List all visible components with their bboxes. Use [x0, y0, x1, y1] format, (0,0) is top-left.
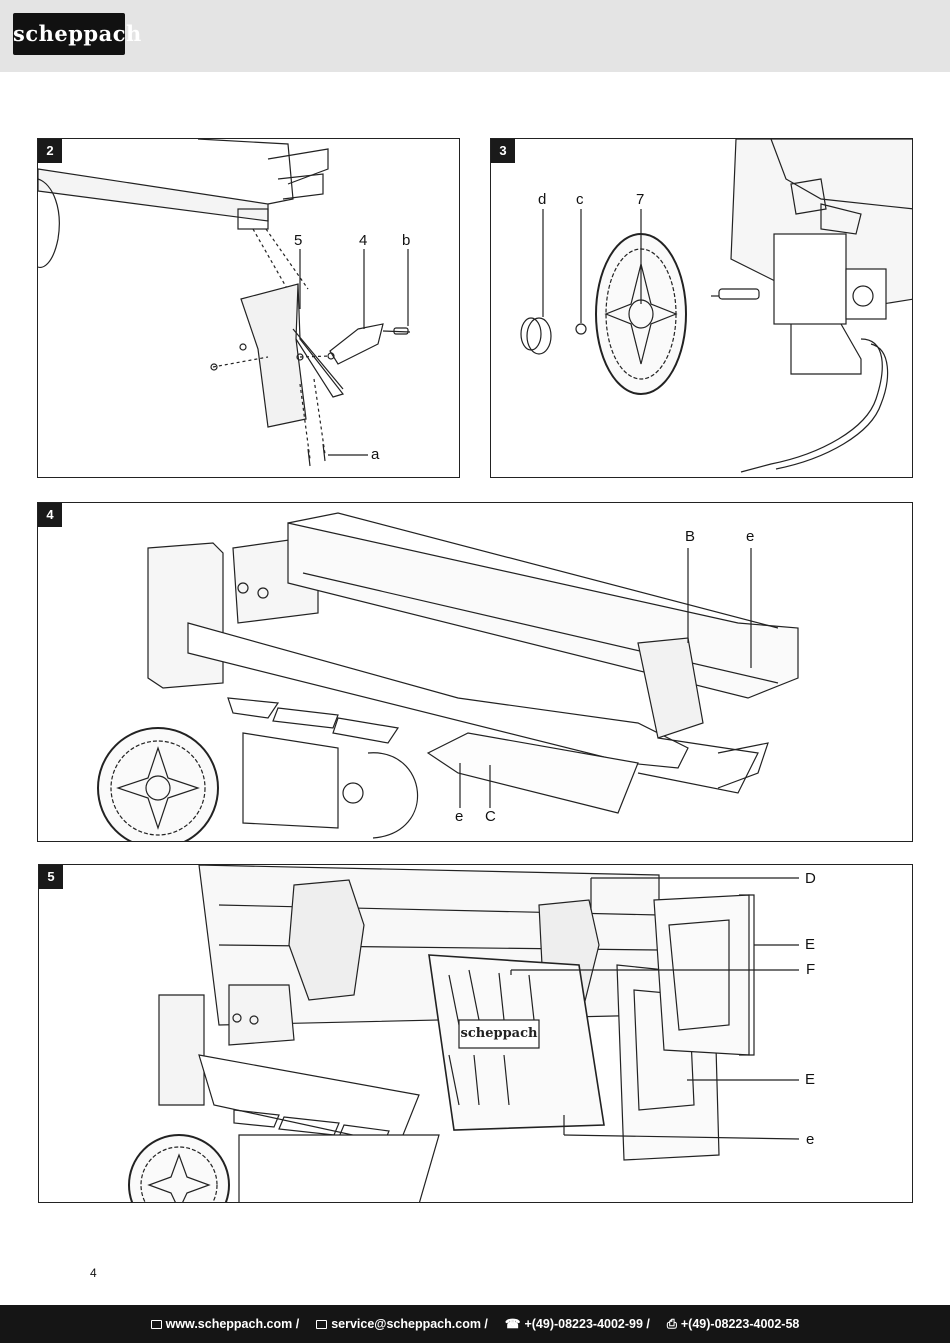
figure-number: 5	[39, 865, 63, 889]
callout-C: C	[485, 808, 496, 825]
callout-5: 5	[294, 232, 303, 249]
callout-b: b	[402, 232, 411, 249]
laptop-icon	[150, 1320, 162, 1329]
callout-7: 7	[636, 191, 645, 208]
phone-icon: ☎	[504, 1317, 521, 1331]
callout-c: c	[576, 191, 584, 208]
callout-d: d	[538, 191, 547, 208]
fax-icon: ⎙	[666, 1317, 677, 1331]
figure-2: 2 5 4 b a	[37, 138, 460, 478]
page-number: 4	[90, 1266, 97, 1280]
callout-4: 4	[359, 232, 368, 249]
page-footer: www.scheppach.com / service@scheppach.co…	[0, 1305, 950, 1343]
figure-2-drawing	[38, 139, 411, 467]
callout-F: F	[806, 961, 816, 978]
figure-4-drawing	[97, 512, 799, 841]
page-header: scheppach	[0, 0, 950, 72]
callout-e: e	[806, 1131, 815, 1148]
footer-phone: +(49)-08223-4002-99 /	[524, 1317, 650, 1331]
callout-B: B	[685, 528, 696, 545]
callout-e-bottom: e	[455, 808, 464, 825]
figure-3: 3 d c 7	[490, 138, 913, 478]
callout-E-bottom: E	[805, 1071, 816, 1088]
callout-E-top: E	[805, 936, 816, 953]
figure-5: 5 scheppach D E F E	[38, 864, 913, 1203]
footer-fax: +(49)-08223-4002-58	[680, 1317, 800, 1331]
figure-4: 4 B e e C	[37, 502, 913, 842]
cover-logo: scheppach	[460, 1026, 538, 1041]
figure-3-drawing	[520, 139, 912, 473]
callout-e-top: e	[746, 528, 755, 545]
scheppach-logo: scheppach	[13, 13, 141, 55]
figure-number: 4	[38, 503, 62, 527]
footer-website[interactable]: www.scheppach.com /	[165, 1317, 300, 1331]
mail-icon	[316, 1320, 328, 1329]
footer-email[interactable]: service@scheppach.com /	[331, 1317, 488, 1331]
figure-number: 3	[491, 139, 515, 163]
figure-5-drawing	[128, 865, 800, 1202]
figure-number: 2	[38, 139, 62, 163]
callout-D: D	[805, 870, 816, 887]
callout-a: a	[371, 446, 380, 463]
